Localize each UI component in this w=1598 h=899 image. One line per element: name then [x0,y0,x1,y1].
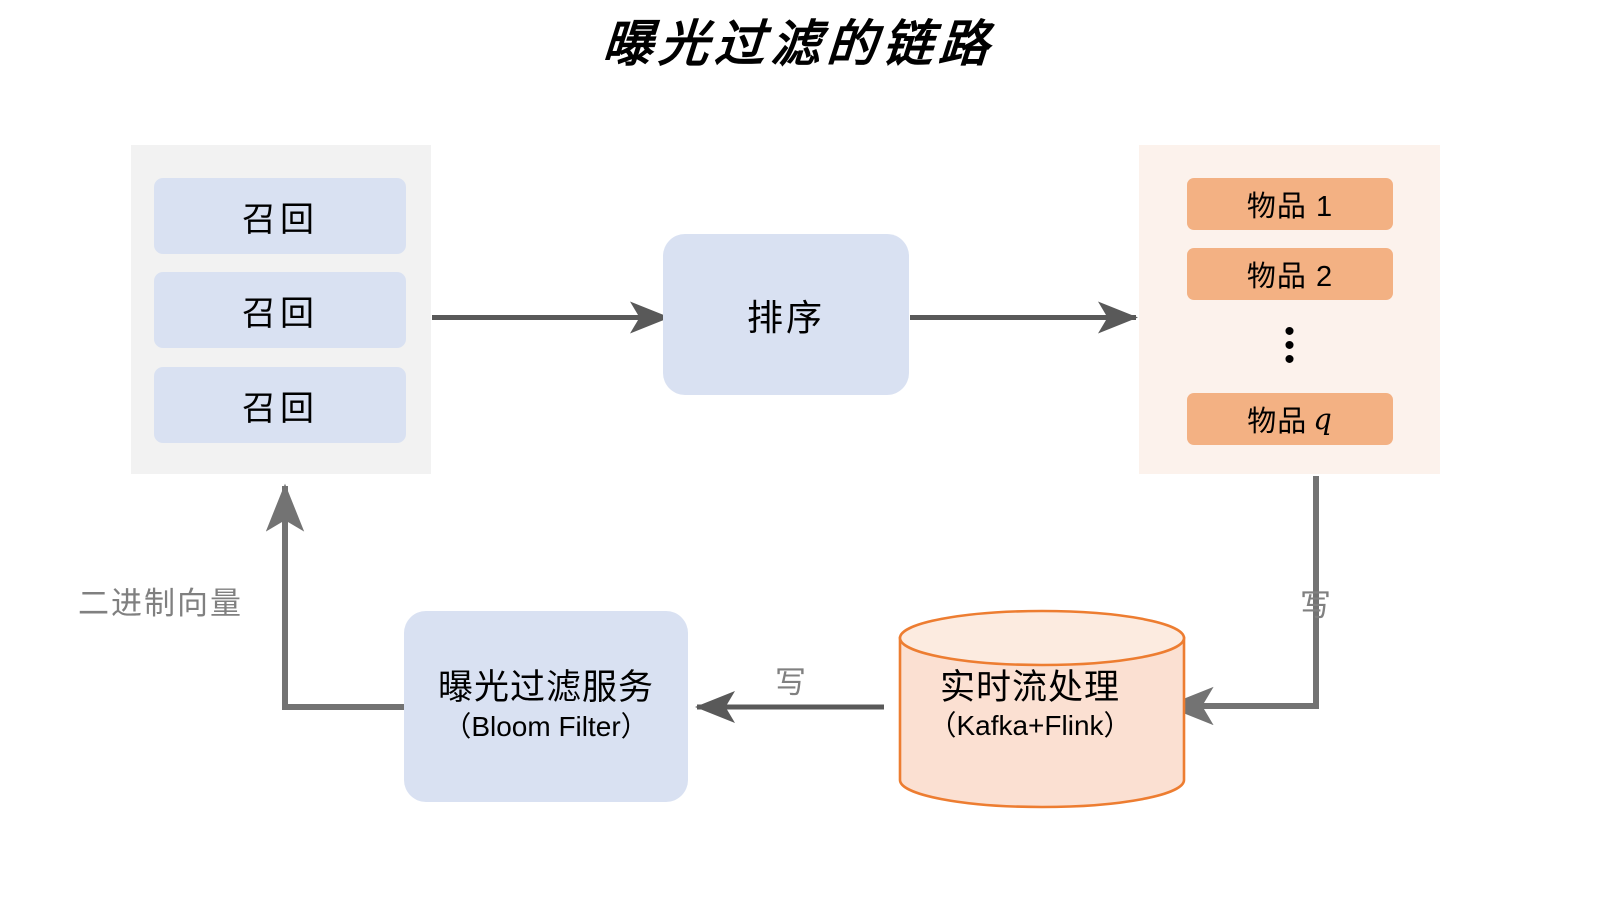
edge-label-binary-vector: 二进制向量 [78,586,243,621]
page-title: 曝光过滤的链路 [600,14,998,73]
vertical-ellipsis-icon: ••• [1284,315,1295,376]
arrow-items-to-stream [1165,476,1319,726]
item-box-q-label: 物品 [1247,406,1308,438]
item-box-q-index: q [1313,402,1333,436]
item-box-q[interactable]: 物品 q [1187,393,1393,445]
recall-box-2[interactable]: 召回 [154,272,406,348]
stream-cylinder-shape [898,609,1186,809]
arrow-bloom-to-recall [265,483,404,710]
edge-label-write-right: 写 [1300,588,1333,623]
item-box-1[interactable]: 物品 1 [1187,178,1393,230]
item-box-2[interactable]: 物品 2 [1187,248,1393,300]
bloom-filter-service-subtitle: （Bloom Filter） [443,711,649,743]
recall-box-3[interactable]: 召回 [154,367,406,443]
rank-stage-box[interactable]: 排序 [663,234,909,395]
items-result-panel: 物品 1 物品 2 ••• 物品 q [1139,145,1440,474]
edge-label-write-middle: 写 [775,665,808,700]
bloom-filter-service-title: 曝光过滤服务 [437,667,654,707]
bloom-filter-service-box[interactable]: 曝光过滤服务 （Bloom Filter） [404,611,688,802]
recall-box-1[interactable]: 召回 [154,178,406,254]
recall-stage-panel: 召回 召回 召回 [131,145,431,474]
